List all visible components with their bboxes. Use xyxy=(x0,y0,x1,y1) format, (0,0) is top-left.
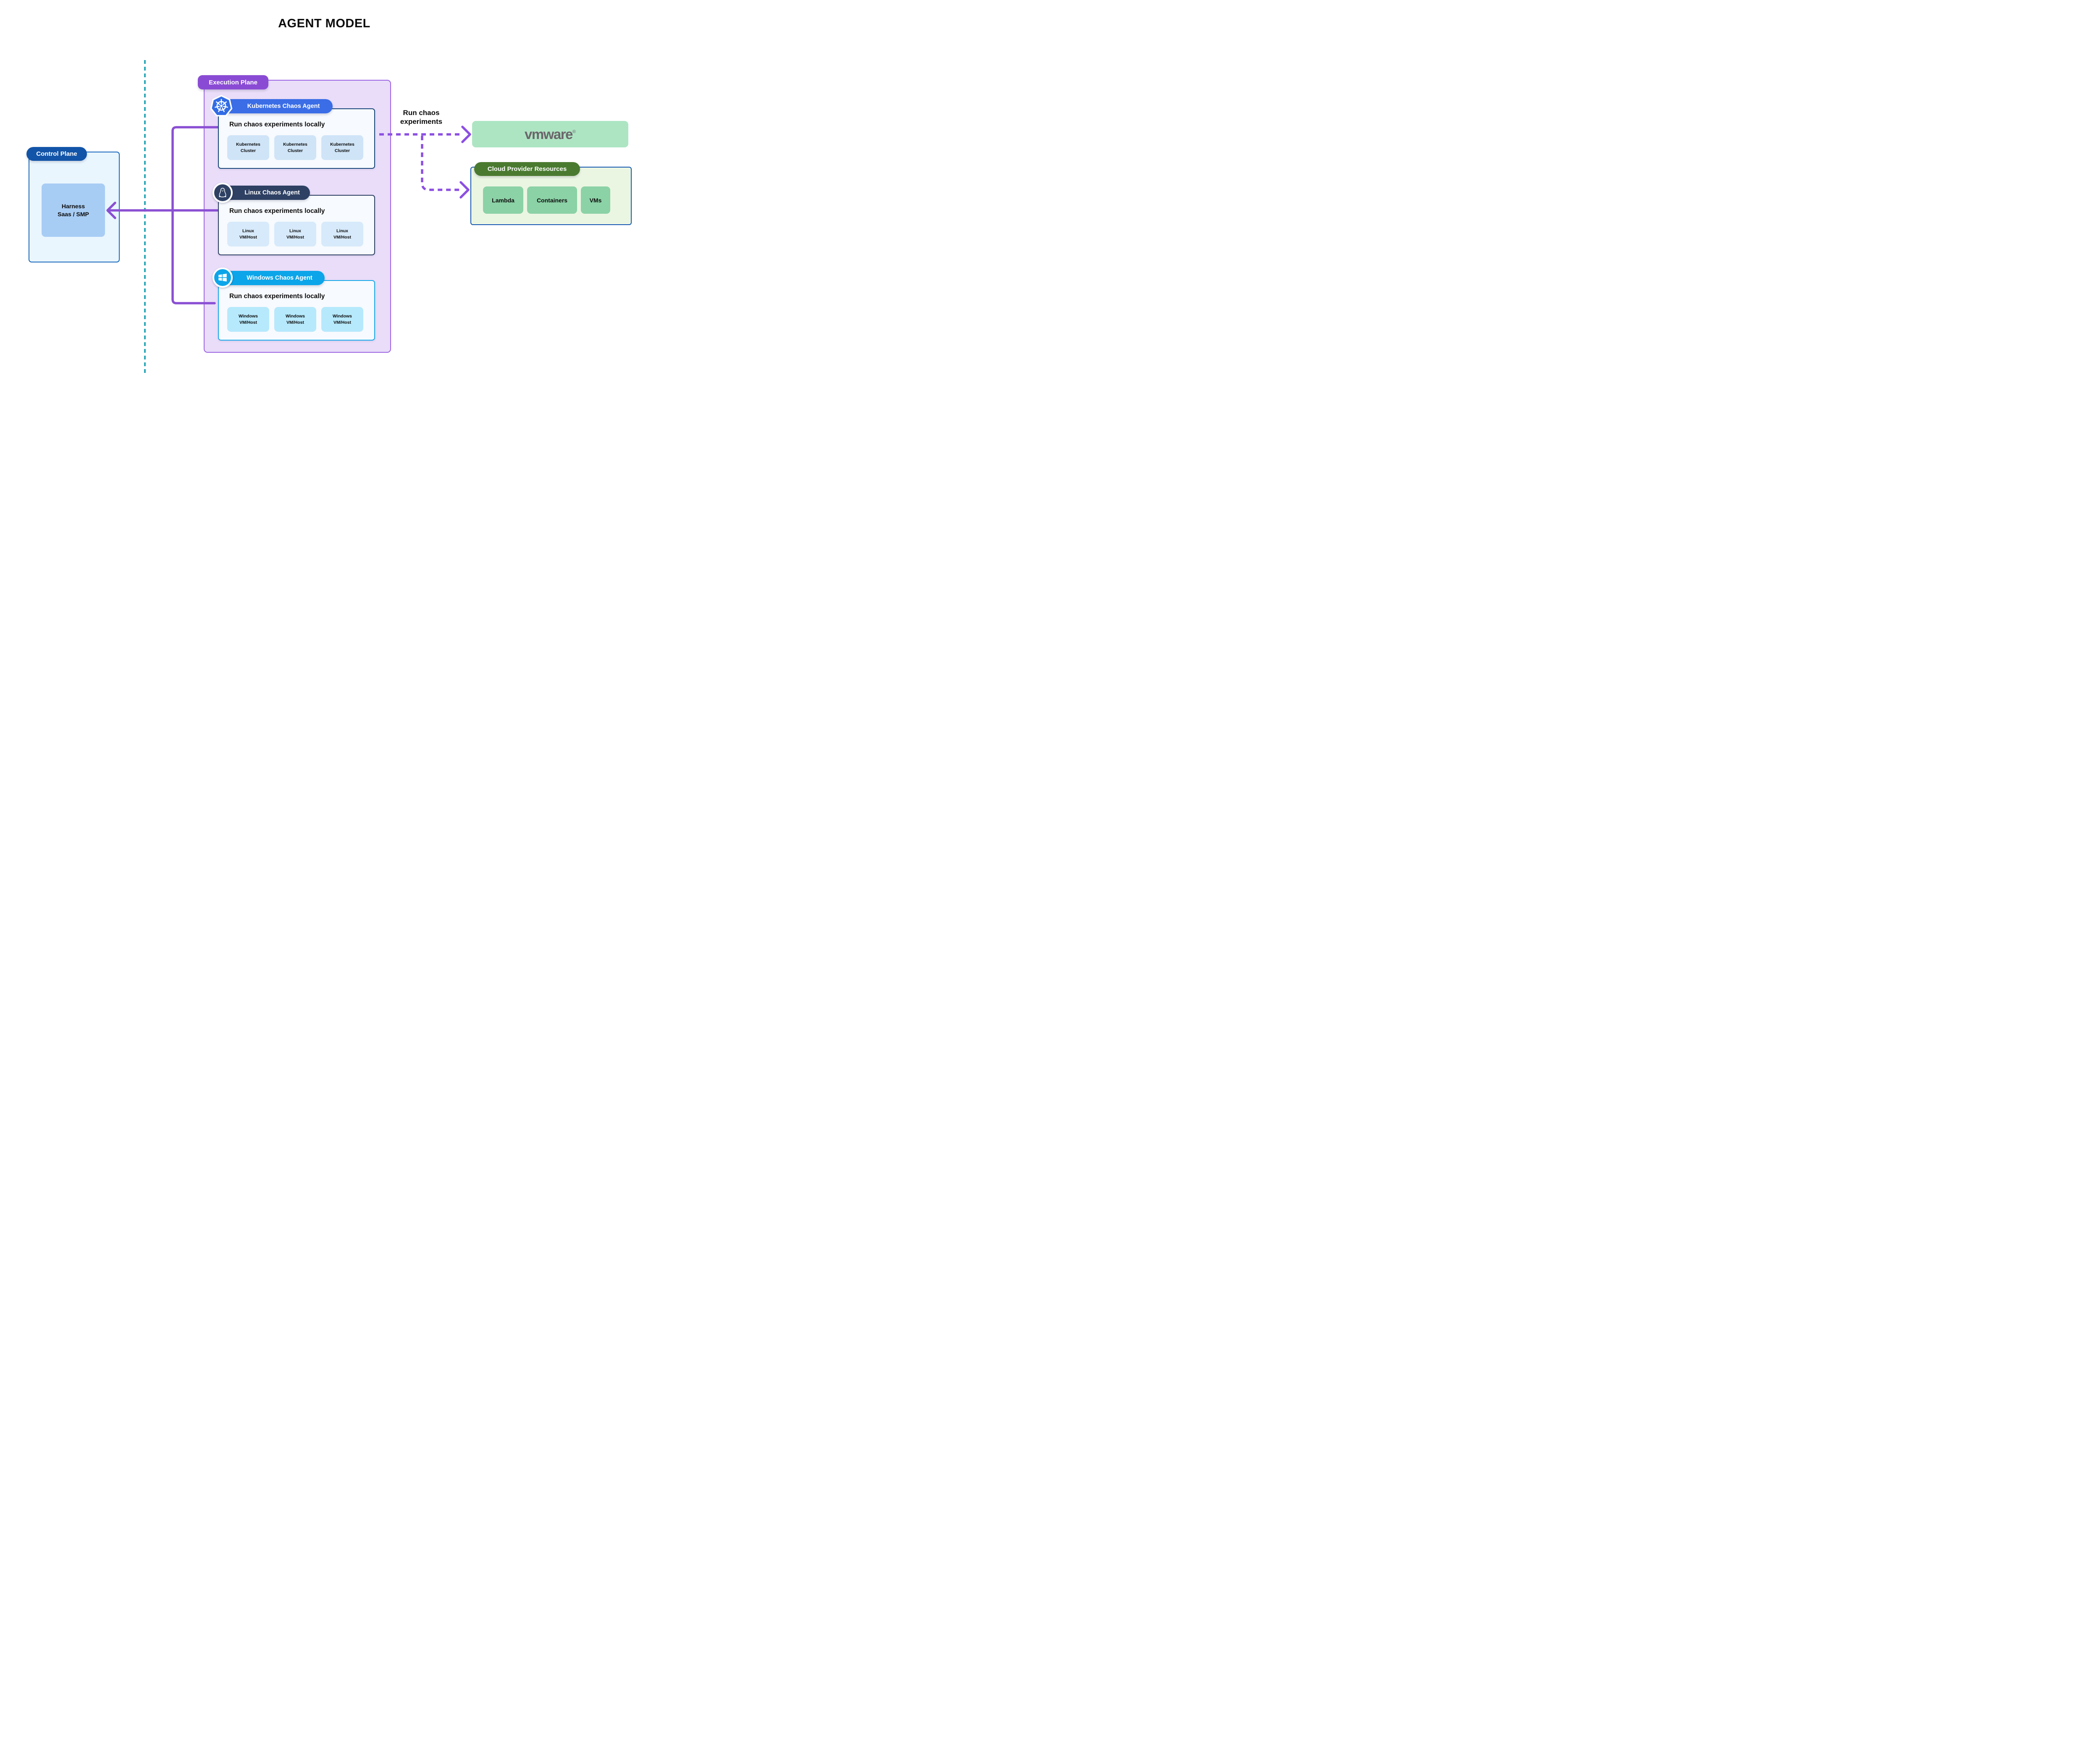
linux-card-heading: Run chaos experiments locally xyxy=(229,207,325,215)
linux-agent-label: Linux Chaos Agent xyxy=(244,189,300,196)
windows-vm-host-chip: Windows VM/Host xyxy=(227,307,269,332)
cloud-arrowhead-icon xyxy=(459,181,470,199)
page-title: AGENT MODEL xyxy=(278,17,370,30)
control-plane-label: Control Plane xyxy=(36,150,77,157)
linux-agent-card: Run chaos experiments locally Linux VM/H… xyxy=(218,195,375,255)
harness-line2: Saas / SMP xyxy=(58,210,89,218)
kubernetes-cluster-chip: Kubernetes Cluster xyxy=(321,135,363,160)
kubernetes-icon xyxy=(210,95,233,117)
containers-chip: Containers xyxy=(527,186,577,214)
run-chaos-experiments-label: Run chaos experiments xyxy=(400,109,443,126)
vms-chip: VMs xyxy=(581,186,610,214)
kubernetes-chip-row: Kubernetes Cluster Kubernetes Cluster Ku… xyxy=(227,135,363,160)
lambda-chip: Lambda xyxy=(483,186,523,214)
windows-agent-pill: Windows Chaos Agent xyxy=(220,271,325,285)
windows-vm-host-chip: Windows VM/Host xyxy=(321,307,363,332)
vmware-arrowhead-icon xyxy=(461,126,471,143)
windows-icon xyxy=(213,267,233,288)
vmware-logo: vmware® xyxy=(524,126,576,142)
kubernetes-cluster-chip: Kubernetes Cluster xyxy=(274,135,316,160)
control-plane-pill: Control Plane xyxy=(26,147,87,161)
chaos-to-cloud-dashed-line xyxy=(421,136,459,191)
linux-tux-icon xyxy=(213,183,233,203)
windows-vm-host-chip: Windows VM/Host xyxy=(274,307,316,332)
harness-saas-smp-card: Harness Saas / SMP xyxy=(42,184,105,237)
cloud-provider-resources-label: Cloud Provider Resources xyxy=(487,165,567,173)
agent-model-diagram: AGENT MODEL Control Plane Harness Saas /… xyxy=(0,0,648,384)
linux-vm-host-chip: Linux VM/Host xyxy=(227,222,269,246)
execution-plane-label: Execution Plane xyxy=(209,79,257,86)
kubernetes-agent-pill: Kubernetes Chaos Agent xyxy=(220,99,333,113)
kubernetes-card-heading: Run chaos experiments locally xyxy=(229,121,325,128)
windows-agent-card: Run chaos experiments locally Windows VM… xyxy=(218,280,375,341)
kubernetes-cluster-chip: Kubernetes Cluster xyxy=(227,135,269,160)
kubernetes-agent-card: Run chaos experiments locally Kubernetes… xyxy=(218,108,375,169)
vmware-box: vmware® xyxy=(472,121,628,147)
kubernetes-agent-label: Kubernetes Chaos Agent xyxy=(247,103,320,110)
linux-vm-host-chip: Linux VM/Host xyxy=(274,222,316,246)
linux-chip-row: Linux VM/Host Linux VM/Host Linux VM/Hos… xyxy=(227,222,363,246)
windows-chip-row: Windows VM/Host Windows VM/Host Windows … xyxy=(227,307,363,332)
linux-agent-pill: Linux Chaos Agent xyxy=(220,186,310,200)
execution-plane-pill: Execution Plane xyxy=(198,75,268,89)
windows-agent-label: Windows Chaos Agent xyxy=(247,275,312,281)
harness-line1: Harness xyxy=(61,202,85,210)
linux-vm-host-chip: Linux VM/Host xyxy=(321,222,363,246)
registered-mark-icon: ® xyxy=(572,129,576,134)
windows-card-heading: Run chaos experiments locally xyxy=(229,293,325,300)
cloud-provider-resources-pill: Cloud Provider Resources xyxy=(474,162,580,176)
